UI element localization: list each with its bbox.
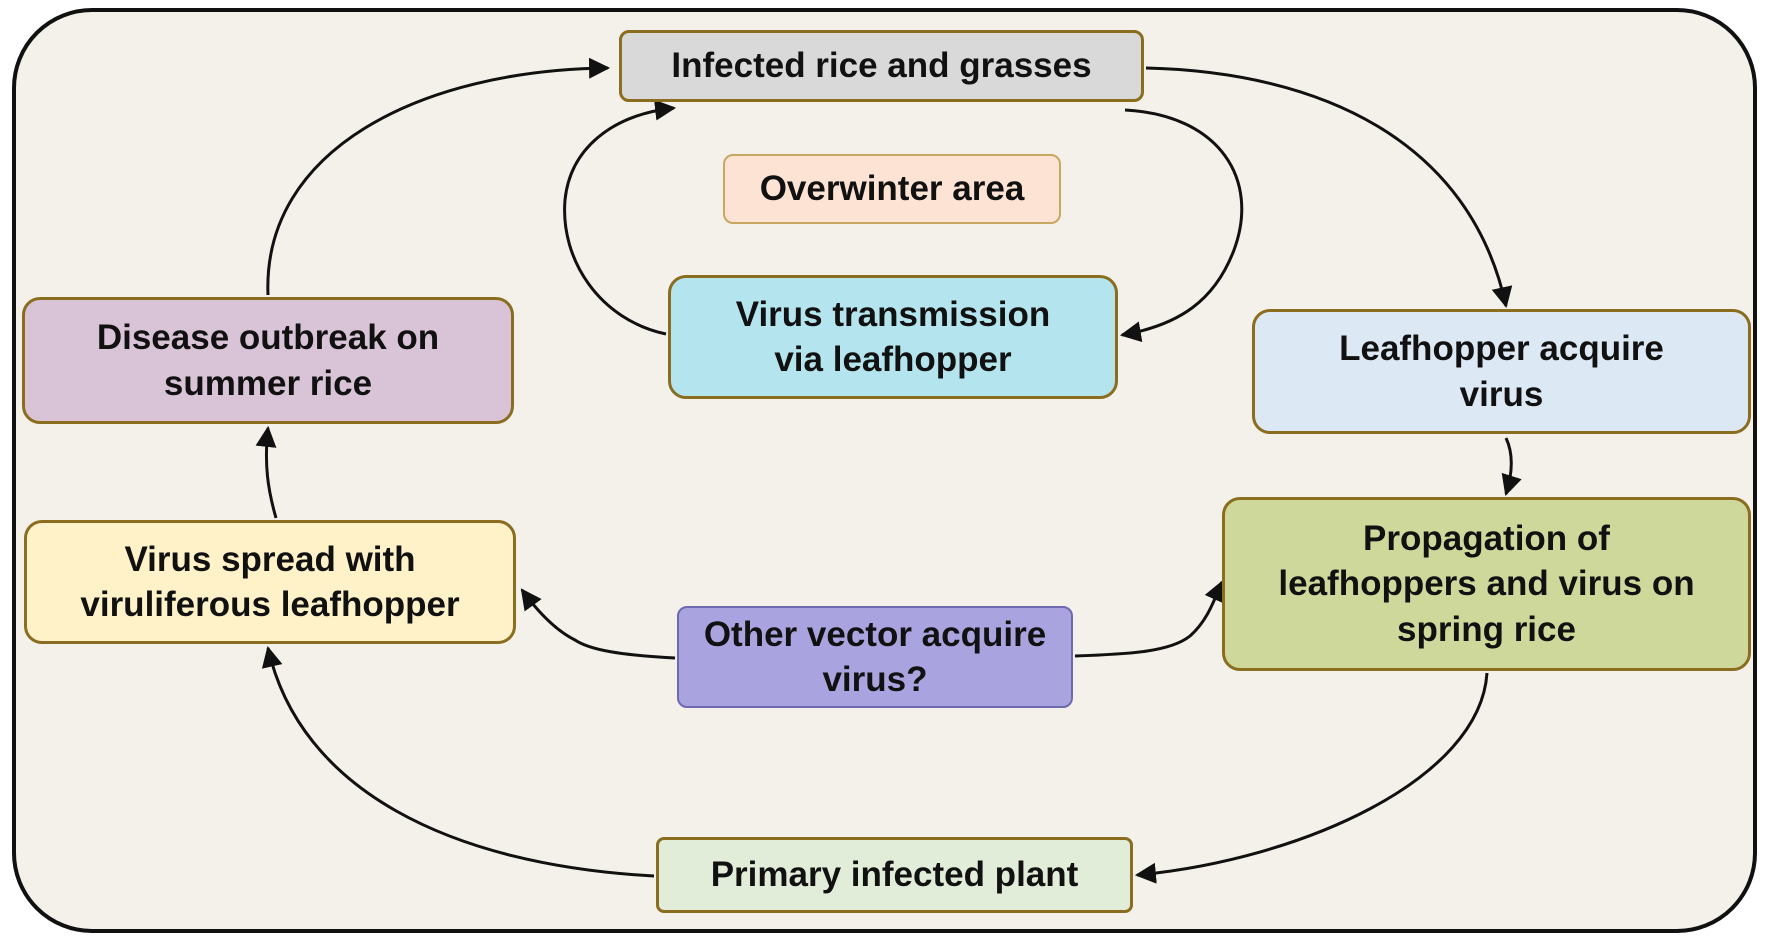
arrow-other-to-spread [520, 588, 676, 660]
node-overwinter-area: Overwinter area [723, 154, 1061, 224]
arrow-primary-to-spread [261, 645, 655, 878]
node-disease-outbreak: Disease outbreak on summer rice [22, 297, 514, 424]
arrow-spread-to-outbreak [255, 425, 278, 519]
arrow-transmission-to-infected [563, 99, 677, 336]
node-infected-rice-and-grasses: Infected rice and grasses [619, 30, 1144, 102]
arrow-outbreak-to-infected [266, 57, 611, 296]
node-leafhopper-acquire-virus: Leafhopper acquire virus [1252, 309, 1751, 434]
arrow-infected-to-transmission [1119, 108, 1244, 343]
node-other-vector: Other vector acquire virus? [677, 606, 1073, 708]
node-propagation: Propagation of leafhoppers and virus on … [1222, 497, 1751, 671]
arrow-infected-to-acquire [1145, 66, 1513, 309]
arrow-acquire-to-propagation [1501, 437, 1522, 497]
node-virus-spread: Virus spread with viruliferous leafhoppe… [24, 520, 516, 644]
node-primary-infected-plant: Primary infected plant [656, 837, 1133, 913]
arrow-propagation-to-primary [1134, 672, 1489, 884]
node-virus-transmission: Virus transmission via leafhopper [668, 275, 1118, 399]
arrow-other-to-propagation [1074, 580, 1224, 658]
